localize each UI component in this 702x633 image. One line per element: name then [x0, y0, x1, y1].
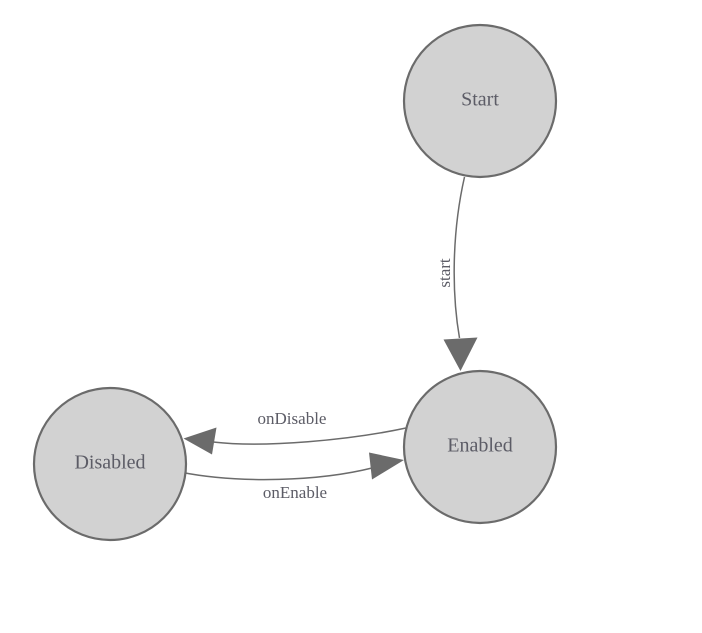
- edge-disabled-to-enabled-label: onEnable: [263, 483, 327, 502]
- state-node-disabled[interactable]: Disabled: [32, 386, 188, 542]
- edge-disabled-to-enabled[interactable]: onEnable: [179, 452, 404, 502]
- edge-enabled-to-disabled-label: onDisable: [258, 409, 327, 428]
- state-node-start-circle: [402, 23, 558, 179]
- edge-enabled-to-disabled-path: [212, 427, 407, 445]
- state-node-enabled[interactable]: Enabled: [402, 369, 558, 525]
- edge-disabled-to-enabled-arrowhead: [369, 452, 404, 480]
- state-node-start-label: Start: [461, 89, 499, 111]
- state-node-enabled-circle: [402, 369, 558, 525]
- edge-enabled-to-disabled[interactable]: onDisable: [183, 409, 407, 455]
- edge-start-to-enabled-arrowhead: [443, 337, 478, 371]
- edge-start-to-enabled[interactable]: start: [435, 176, 478, 371]
- edge-start-to-enabled-label: start: [435, 258, 454, 288]
- state-node-disabled-label: Disabled: [74, 452, 145, 474]
- edge-enabled-to-disabled-arrowhead: [183, 427, 217, 455]
- edge-start-to-enabled-path: [453, 176, 466, 339]
- edge-disabled-to-enabled-path: [179, 467, 373, 481]
- state-node-enabled-label: Enabled: [447, 435, 513, 457]
- state-node-start[interactable]: Start: [402, 23, 558, 179]
- state-node-disabled-circle: [32, 386, 188, 542]
